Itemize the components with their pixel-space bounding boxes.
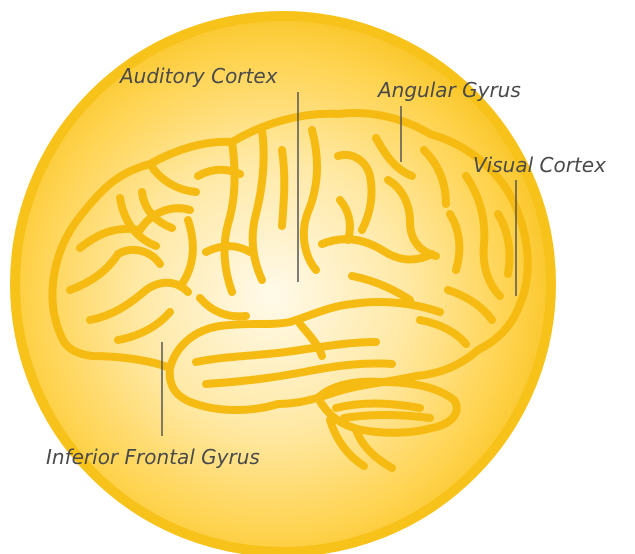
label-angular-gyrus: Angular Gyrus bbox=[378, 80, 521, 100]
label-visual-cortex: Visual Cortex bbox=[473, 155, 606, 175]
label-auditory-cortex: Auditory Cortex bbox=[120, 66, 278, 86]
label-inferior-frontal-gyrus: Inferior Frontal Gyrus bbox=[46, 447, 260, 467]
